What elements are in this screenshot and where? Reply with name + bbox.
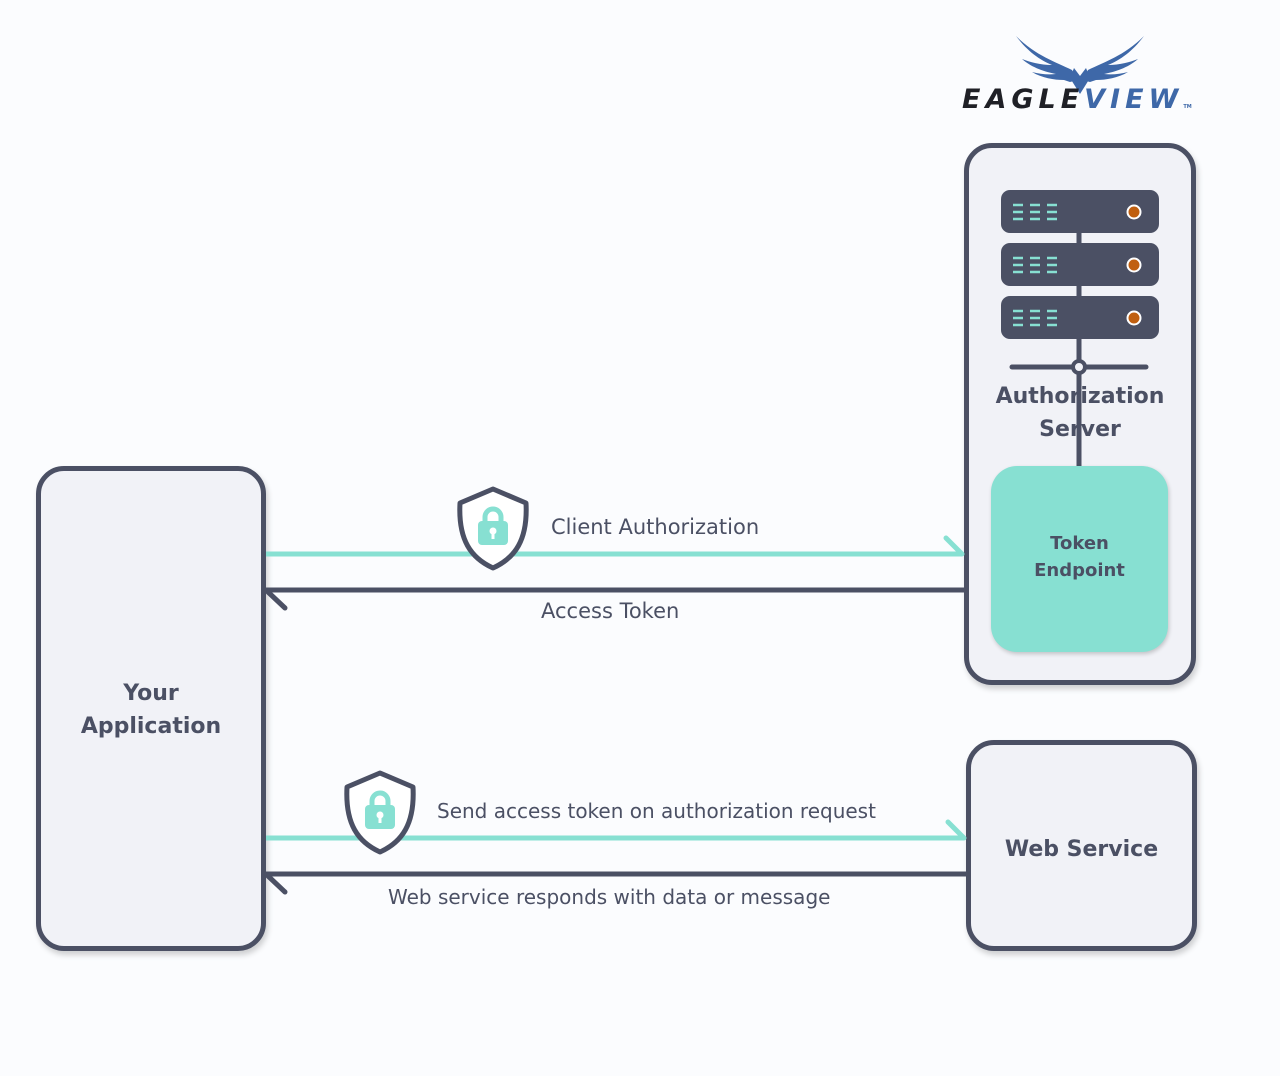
your-application-node: Your Application: [36, 466, 266, 951]
your-application-label-line1: Your: [123, 681, 179, 706]
server-unit: [1001, 190, 1159, 233]
logo-trademark: TM: [1183, 104, 1192, 110]
flow-label-access-token: Access Token: [541, 599, 680, 623]
server-rack-icon: [1001, 190, 1159, 503]
token-endpoint: Token Endpoint: [991, 466, 1168, 652]
flow-label-client-authorization: Client Authorization: [551, 515, 760, 539]
shield-lock-icon: [344, 770, 416, 855]
shield-lock-icon: [457, 486, 529, 571]
flow-arrow-access-token: [265, 587, 964, 611]
web-service-node: Web Service: [966, 740, 1197, 951]
authorization-server-label-line2: Server: [1039, 417, 1121, 442]
web-service-label: Web Service: [1004, 837, 1159, 862]
logo-text-view: VIEW: [1084, 84, 1184, 115]
flow-arrow-client-authorization: [266, 535, 965, 557]
flow-arrow-web-service-response: [265, 871, 966, 895]
your-application-label-line2: Application: [80, 714, 222, 739]
flow-label-web-service-response: Web service responds with data or messag…: [388, 885, 831, 909]
eagle-wings-icon: [1016, 36, 1144, 94]
authorization-server-label-line1: Authorization: [995, 384, 1165, 409]
logo-text-eagle: EAGLE: [962, 84, 1085, 115]
token-endpoint-label-line1: Token: [1050, 533, 1109, 554]
token-endpoint-label-line2: Endpoint: [1034, 560, 1125, 581]
flow-label-send-access-token: Send access token on authorization reque…: [437, 799, 876, 823]
server-unit: [1001, 243, 1159, 286]
server-unit: [1001, 296, 1159, 339]
authorization-server-node: Authorization Server Token Endpoint: [964, 143, 1196, 685]
eagleview-logo: EAGLEVIEWTM: [960, 32, 1200, 115]
